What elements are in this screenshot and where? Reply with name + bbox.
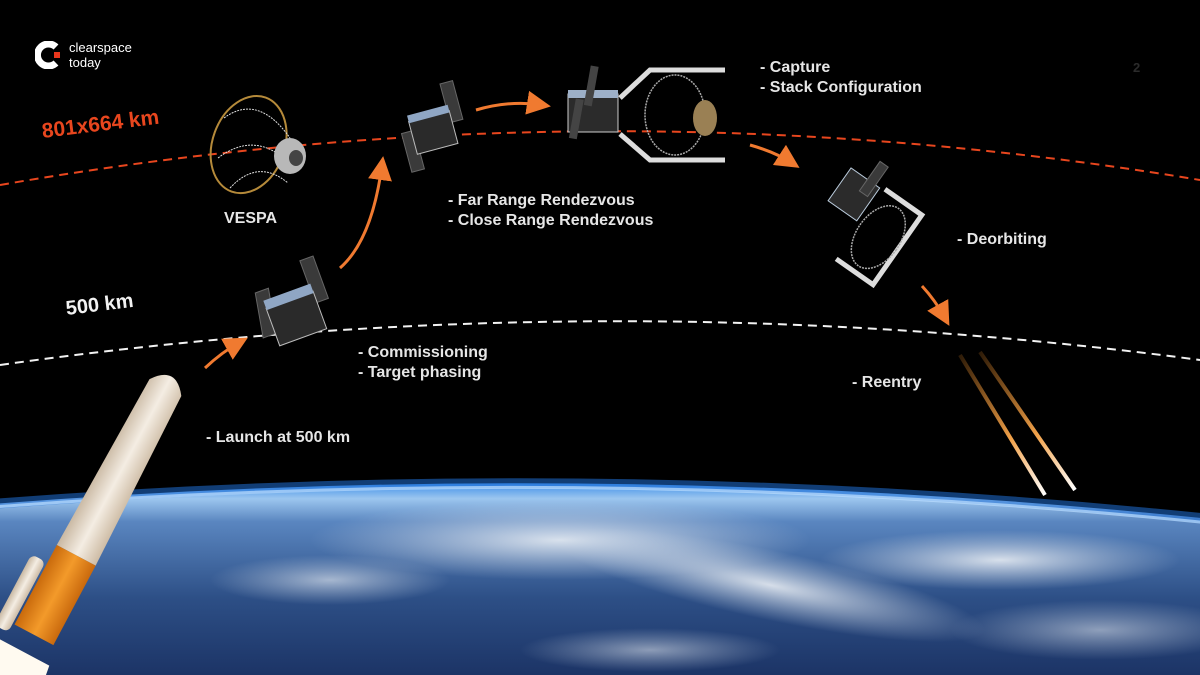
vespa-label: VESPA — [224, 210, 278, 227]
step-deorbiting-line: - Deorbiting — [957, 231, 1047, 248]
transfer-arrows — [203, 90, 950, 370]
vespa-target — [209, 95, 306, 195]
launch-rocket — [0, 375, 182, 675]
page-number: 2 — [1133, 60, 1141, 75]
clearspace-logo-icon — [34, 40, 61, 70]
capture-assembly — [567, 65, 725, 163]
step-capture-line: - Capture — [760, 59, 831, 76]
brand-name-line2: today — [69, 55, 101, 70]
step-commissioning: - Commissioning - Target phasing — [358, 343, 488, 383]
servicer-rendezvous — [400, 79, 464, 173]
step-capture: - Capture - Stack Configuration — [760, 58, 922, 98]
brand-logo: clearspace today — [34, 40, 132, 70]
step-far-range-line: - Far Range Rendezvous — [448, 192, 635, 209]
step-target-phasing-line: - Target phasing — [358, 364, 482, 381]
step-launch-line: - Launch at 500 km — [206, 429, 351, 446]
brand-name-line1: clearspace — [69, 40, 132, 55]
step-stack-config-line: - Stack Configuration — [760, 79, 922, 96]
step-commissioning-line: - Commissioning — [358, 344, 488, 361]
step-launch: - Launch at 500 km — [206, 428, 350, 448]
target-orbit-line — [0, 130, 1200, 186]
insertion-orbit-line — [0, 320, 1200, 366]
step-reentry: - Reentry — [852, 373, 921, 393]
reentry-trails — [958, 350, 1077, 497]
step-reentry-line: - Reentry — [852, 374, 922, 391]
step-deorbiting: - Deorbiting — [957, 230, 1047, 250]
deorbit-stack — [827, 160, 926, 289]
step-rendezvous: - Far Range Rendezvous - Close Range Ren… — [448, 191, 653, 231]
servicer-commissioning — [254, 255, 330, 347]
step-close-range-line: - Close Range Rendezvous — [448, 212, 654, 229]
earth — [0, 478, 1200, 675]
